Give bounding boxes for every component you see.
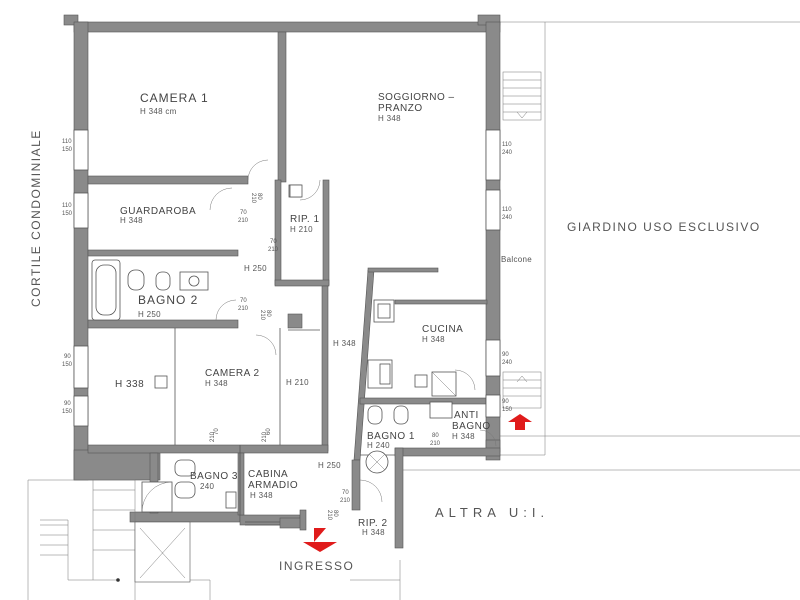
armadio-label: ARMADIO — [248, 480, 298, 491]
corridor-top-height: H 250 — [244, 264, 267, 273]
interior-lines — [174, 159, 497, 526]
dim-w4-width: 90 — [64, 401, 71, 407]
ingresso-label: INGRESSO — [279, 559, 354, 573]
camera2-label: CAMERA 2 — [205, 368, 260, 379]
cabina-label: CABINA — [248, 469, 288, 480]
dim-d10-width: 80 — [332, 510, 338, 517]
balcone-label: Balcone — [501, 255, 532, 264]
cortile-label: CORTILE CONDOMINIALE — [29, 129, 43, 307]
garden-arrow — [508, 414, 532, 430]
dim-w2-height: 150 — [62, 211, 73, 217]
cucina-label: CUCINA — [422, 324, 463, 335]
height-labels: H 250 H 348 H 338 H 210 H 250 — [115, 264, 356, 470]
dim-d6-width: 70 — [214, 428, 220, 435]
bagno1-label: BAGNO 1 — [367, 431, 415, 442]
dim-d5-height: 210 — [259, 310, 265, 321]
dim-d7-height: 210 — [262, 431, 268, 442]
external-staircase — [27, 479, 211, 600]
passage-height: H 210 — [286, 378, 309, 387]
cucina-height: H 348 — [422, 335, 445, 344]
entry-arrows — [303, 414, 532, 552]
dim-d1-width: 70 — [240, 210, 247, 216]
toilet-bagno1 — [393, 405, 409, 425]
dim-w8-width: 90 — [502, 399, 509, 405]
bagno1-height: H 240 — [367, 441, 390, 450]
bagno2-height: H 250 — [138, 310, 161, 319]
rip1-height: H 210 — [290, 225, 313, 234]
rip2-height: H 348 — [362, 528, 385, 537]
antibagno-sink — [429, 401, 453, 419]
entry-height: H 250 — [318, 461, 341, 470]
dim-w3-width: 90 — [64, 354, 71, 360]
rip1-label: RIP. 1 — [290, 214, 320, 225]
camera2-height: H 348 — [205, 379, 228, 388]
dim-d3-width: 70 — [240, 298, 247, 304]
altra-ui-label: ALTRA U:I. — [435, 505, 549, 520]
guardaroba-label: GUARDAROBA — [120, 206, 196, 217]
dim-d1-height: 210 — [238, 218, 249, 224]
dimension-labels: 110 150 110 150 90 150 90 150 110 240 11… — [62, 139, 513, 521]
corridor-mid-height: H 348 — [333, 339, 356, 348]
fixtures — [91, 184, 457, 513]
dim-d7-width: 60 — [266, 428, 272, 435]
dim-w4-height: 150 — [62, 409, 73, 415]
pranzo-label: PRANZO — [378, 103, 423, 114]
soggiorno-label: SOGGIORNO – — [378, 92, 455, 103]
shower-bagno3 — [141, 481, 173, 513]
balcony-stairs — [502, 71, 542, 409]
windows — [73, 129, 501, 427]
dim-d8-height: 210 — [430, 441, 441, 447]
dim-d10-height: 210 — [326, 510, 332, 521]
dim-d5-width: 80 — [265, 310, 271, 317]
dim-d4-width: 80 — [256, 193, 262, 200]
dim-w7-height: 240 — [502, 360, 513, 366]
dim-d2-height: 210 — [268, 247, 279, 253]
dim-d9-height: 210 — [340, 498, 351, 504]
camera1-height: H 348 cm — [140, 107, 177, 116]
context-lines — [350, 21, 800, 600]
dim-d6-height: 210 — [210, 431, 216, 442]
antibagno-label: ANTI — [454, 410, 479, 421]
dim-d8-width: 80 — [432, 433, 439, 439]
bagno3-height: 240 — [200, 482, 214, 491]
bidet-bagno1 — [367, 405, 383, 425]
entrance-arrow — [303, 528, 337, 552]
soggiorno-height: H 348 — [378, 114, 401, 123]
dim-d2-width: 70 — [270, 239, 277, 245]
rip2-label: RIP. 2 — [358, 518, 388, 529]
giardino-label: GIARDINO USO ESCLUSIVO — [567, 220, 761, 234]
toilet-bagno3 — [174, 459, 196, 477]
dim-w2-width: 110 — [62, 203, 72, 209]
dim-w6-height: 240 — [502, 215, 513, 221]
area-labels: CORTILE CONDOMINIALE GIARDINO USO ESCLUS… — [29, 129, 761, 573]
guardaroba-height: H 348 — [120, 216, 143, 225]
dim-d4-height: 210 — [250, 193, 256, 204]
bagno3-label: BAGNO 3 — [190, 471, 238, 482]
dim-w1-width: 110 — [62, 139, 72, 145]
bagno2-label: BAGNO 2 — [138, 293, 198, 307]
room-labels: CAMERA 1 H 348 cm SOGGIORNO – PRANZO H 3… — [120, 91, 491, 537]
dim-w3-height: 150 — [62, 362, 73, 368]
dim-w7-width: 90 — [502, 352, 509, 358]
toilet — [127, 269, 145, 291]
dim-d3-height: 210 — [238, 306, 249, 312]
dim-w1-height: 150 — [62, 147, 73, 153]
dim-w8-height: 150 — [502, 407, 513, 413]
dim-w5-height: 240 — [502, 150, 513, 156]
camera1-label: CAMERA 1 — [140, 91, 209, 105]
dim-w6-width: 110 — [502, 207, 512, 213]
cabina-height: H 348 — [250, 491, 273, 500]
antibagno-label-2: BAGNO — [452, 421, 491, 432]
dim-d9-width: 70 — [342, 490, 349, 496]
west-room-height: H 338 — [115, 379, 144, 390]
dim-w5-width: 110 — [502, 142, 512, 148]
antibagno-height: H 348 — [452, 432, 475, 441]
